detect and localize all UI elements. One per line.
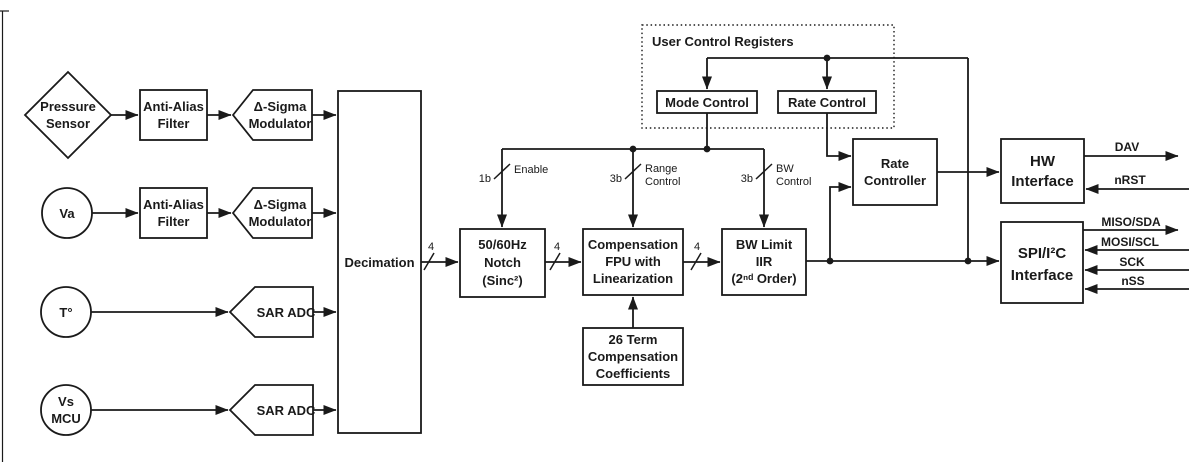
pressure-sensor-label: Sensor [46, 116, 90, 131]
notch-filter-label: Notch [484, 255, 521, 270]
enable-bits-label: 1b [479, 173, 491, 185]
bus-width-tick-1 [423, 252, 435, 271]
enable-label: Enable [514, 164, 548, 176]
compensation-fpu-label: FPU with [605, 254, 661, 269]
notch-filter-label: (Sinc²) [482, 273, 522, 288]
pressure-sensor-label: Pressure [40, 99, 96, 114]
bw-limit-iir-label: (2ⁿᵈ Order) [731, 271, 796, 286]
nrst-signal-label: nRST [1114, 173, 1146, 187]
anti-alias-filter-2-block [139, 187, 208, 239]
bw-limit-iir-block [721, 228, 807, 296]
sck-signal-label: SCK [1119, 255, 1145, 269]
delta-sigma-modulator-1-label: Modulator [249, 116, 312, 131]
notch-filter-block [459, 228, 546, 298]
anti-alias-filter-2-label: Filter [158, 214, 190, 229]
range-bits-label: 3b [610, 173, 622, 185]
bus-width-4-label: 4 [554, 241, 560, 253]
delta-sigma-modulator-2-label: Modulator [249, 214, 312, 229]
user-control-registers-label: User Control Registers [652, 34, 794, 49]
spi-i2c-interface-block [1000, 221, 1084, 304]
anti-alias-filter-2-label: Anti-Alias [143, 197, 204, 212]
anti-alias-filter-1-label: Filter [158, 116, 190, 131]
bus-width-tick-2 [549, 252, 561, 271]
rate-controller-label: Controller [864, 173, 926, 188]
enable-bus-tick [493, 163, 511, 180]
spi-i2c-interface-label: Interface [1011, 267, 1074, 284]
compensation-fpu-label: Compensation [588, 237, 678, 252]
junction-dot [823, 54, 831, 62]
delta-sigma-modulator-2-block [231, 187, 313, 239]
hw-interface-label: Interface [1011, 173, 1074, 190]
delta-sigma-modulator-1-label: Δ-Sigma [254, 99, 307, 114]
bus-width-4-label: 4 [428, 241, 434, 253]
compensation-fpu-label: Linearization [593, 271, 673, 286]
anti-alias-filter-1-block [139, 89, 208, 141]
decimation-label: Decimation [344, 255, 414, 270]
range-control-label: Range [645, 163, 677, 175]
rate-control-label: Rate Control [788, 95, 866, 110]
decimation-block [337, 90, 422, 434]
bw-bits-label: 3b [741, 173, 753, 185]
anti-alias-filter-1-label: Anti-Alias [143, 99, 204, 114]
wire-data-to-rate-controller [829, 182, 852, 261]
bw-limit-iir-label: BW Limit [736, 237, 793, 252]
junction-dot [964, 257, 972, 265]
vs-mcu-node [40, 384, 92, 436]
rate-controller-label: Rate [881, 156, 909, 171]
compensation-fpu-block [582, 228, 684, 296]
bw-limit-iir-label: IIR [756, 254, 773, 269]
bw-control-label: Control [776, 176, 811, 188]
compensation-coefficients-label: Compensation [588, 349, 678, 364]
bw-bus-tick [755, 163, 773, 180]
delta-sigma-modulator-2-label: Δ-Sigma [254, 197, 307, 212]
bus-width-4-label: 4 [694, 241, 700, 253]
sar-adc-2-label: SAR ADC [257, 403, 316, 418]
delta-sigma-modulator-1-block [231, 89, 313, 141]
rate-controller-block [852, 138, 938, 206]
va-label: Va [59, 206, 75, 221]
mode-control-label: Mode Control [665, 95, 749, 110]
bus-width-tick-3 [690, 252, 702, 271]
sar-adc-1-label: SAR ADC [257, 305, 316, 320]
range-control-label: Control [645, 176, 680, 188]
miso-sda-signal-label: MISO/SDA [1101, 215, 1161, 229]
spi-i2c-interface-label: SPI/I²C [1018, 245, 1067, 262]
bw-control-label: BW [776, 163, 794, 175]
user-control-registers-group [641, 24, 895, 129]
compensation-coefficients-label: Coefficients [596, 366, 670, 381]
mosi-scl-signal-label: MOSI/SCL [1101, 235, 1159, 249]
wire-rate-control-to-rate-controller [826, 113, 852, 161]
temperature-label: T° [59, 305, 72, 320]
nss-signal-label: nSS [1121, 274, 1144, 288]
hw-interface-label: HW [1030, 153, 1056, 170]
junction-dot [703, 145, 711, 153]
pressure-sensor-node [23, 70, 113, 160]
vs-mcu-label: MCU [51, 411, 81, 426]
hw-interface-block [1000, 138, 1085, 204]
vs-mcu-label: Vs [58, 394, 74, 409]
compensation-coefficients-label: 26 Term [609, 332, 658, 347]
range-bus-tick [624, 163, 642, 180]
dav-signal-label: DAV [1115, 140, 1139, 154]
notch-filter-label: 50/60Hz [478, 237, 527, 252]
